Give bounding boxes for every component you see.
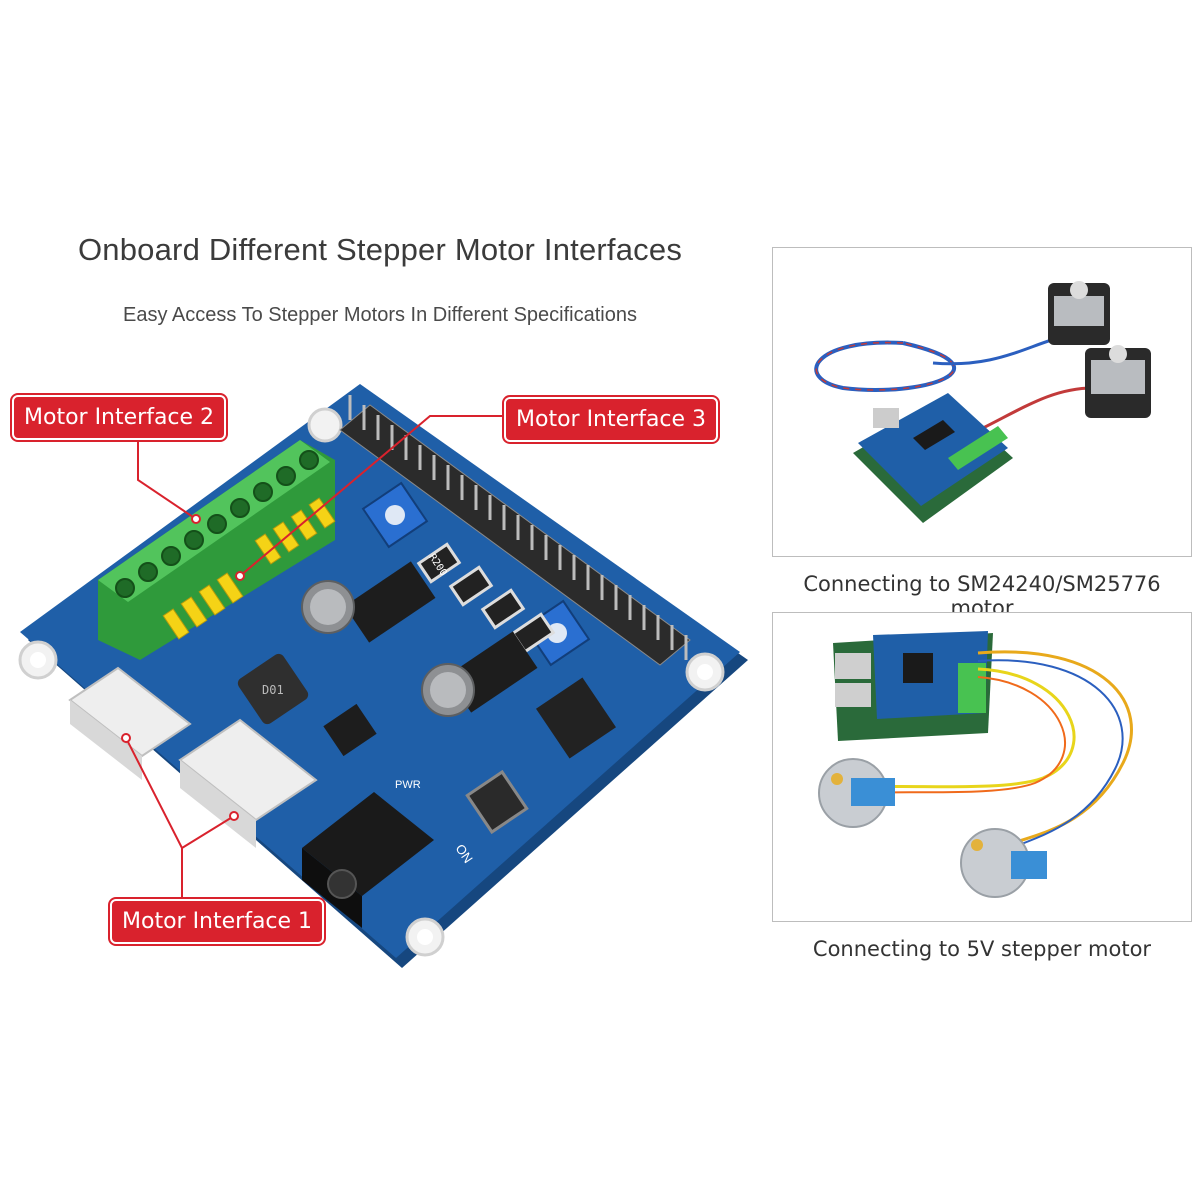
power-label: PWR bbox=[395, 779, 421, 791]
driver-chip-1 bbox=[344, 561, 436, 643]
photo-caption-2: Connecting to 5V stepper motor bbox=[812, 937, 1152, 961]
yellow-pin-header bbox=[162, 497, 336, 640]
small-stepper-motor-1 bbox=[818, 758, 895, 828]
power-slide-switch bbox=[465, 769, 529, 835]
stepper-motor-hat-illustration: R200 D01 ON PWR bbox=[18, 384, 748, 968]
regulator-chip bbox=[323, 703, 377, 757]
jst-connector-1 bbox=[68, 666, 192, 780]
small-stepper-motor-2 bbox=[960, 828, 1047, 898]
callout-motor-interface-2: Motor Interface 2 bbox=[12, 395, 227, 440]
page-title: Onboard Different Stepper Motor Interfac… bbox=[77, 232, 683, 267]
callout-motor-interface-3: Motor Interface 3 bbox=[504, 397, 719, 442]
dip-switch bbox=[536, 677, 616, 759]
electrolytic-capacitor-1 bbox=[301, 580, 355, 634]
potentiometer-m2 bbox=[361, 481, 429, 549]
dc-barrel-jack bbox=[302, 792, 434, 928]
screw-terminal-green bbox=[98, 440, 335, 660]
nema-stepper-motor-2 bbox=[1085, 345, 1151, 418]
photo-sm24240-motor-connection bbox=[772, 247, 1192, 557]
leader-line-interface-2 bbox=[137, 430, 197, 520]
inductor-label: D01 bbox=[262, 683, 284, 697]
inductor bbox=[237, 653, 309, 725]
nema-stepper-motor-1 bbox=[1048, 281, 1110, 345]
photo-5v-stepper-connection bbox=[772, 612, 1192, 922]
electrolytic-capacitor-2 bbox=[421, 663, 475, 717]
callout-motor-interface-1: Motor Interface 1 bbox=[110, 899, 325, 944]
page-subtitle: Easy Access To Stepper Motors In Differe… bbox=[123, 304, 637, 326]
jst-connector-2 bbox=[178, 718, 318, 848]
leader-line-interface-3 bbox=[239, 415, 502, 577]
leader-line-interface-1-b bbox=[181, 815, 235, 849]
